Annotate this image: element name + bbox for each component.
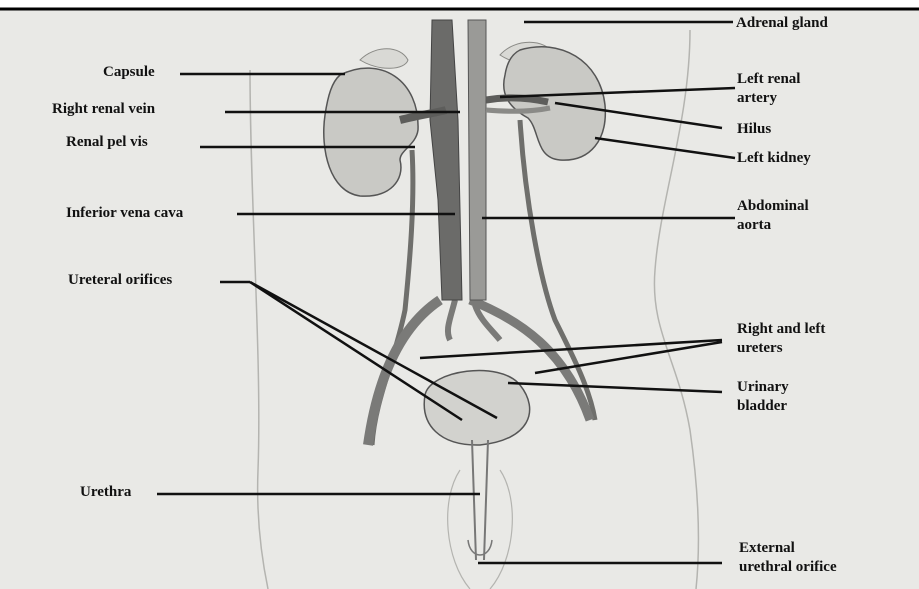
label-ureters-line1: Right and left: [737, 321, 825, 338]
label-ureteral-orifices: Ureteral orifices: [68, 272, 172, 289]
label-ureters-line2: ureters: [737, 340, 783, 357]
label-hilus: Hilus: [737, 121, 771, 138]
label-left-kidney: Left kidney: [737, 150, 811, 167]
label-adrenal-gland: Adrenal gland: [736, 15, 828, 32]
abdominal-aorta: [468, 20, 486, 300]
label-renal-pelvis: Renal pel vis: [66, 134, 148, 151]
label-right-renal-vein: Right renal vein: [52, 101, 155, 118]
label-left-renal-artery-line2: artery: [737, 90, 777, 107]
label-abdominal-aorta-line1: Abdominal: [737, 198, 809, 215]
label-abdominal-aorta-line2: aorta: [737, 217, 771, 234]
label-external-orifice-line1: External: [739, 540, 795, 557]
left-renal-vein: [486, 98, 548, 102]
label-urinary-bladder-line2: bladder: [737, 398, 787, 415]
label-left-renal-artery-line1: Left renal: [737, 71, 800, 88]
label-external-orifice-line2: urethral orifice: [739, 559, 837, 576]
label-urethra: Urethra: [80, 484, 131, 501]
label-inferior-vena-cava: Inferior vena cava: [66, 205, 183, 222]
label-urinary-bladder-line1: Urinary: [737, 379, 789, 396]
label-capsule: Capsule: [103, 64, 155, 81]
